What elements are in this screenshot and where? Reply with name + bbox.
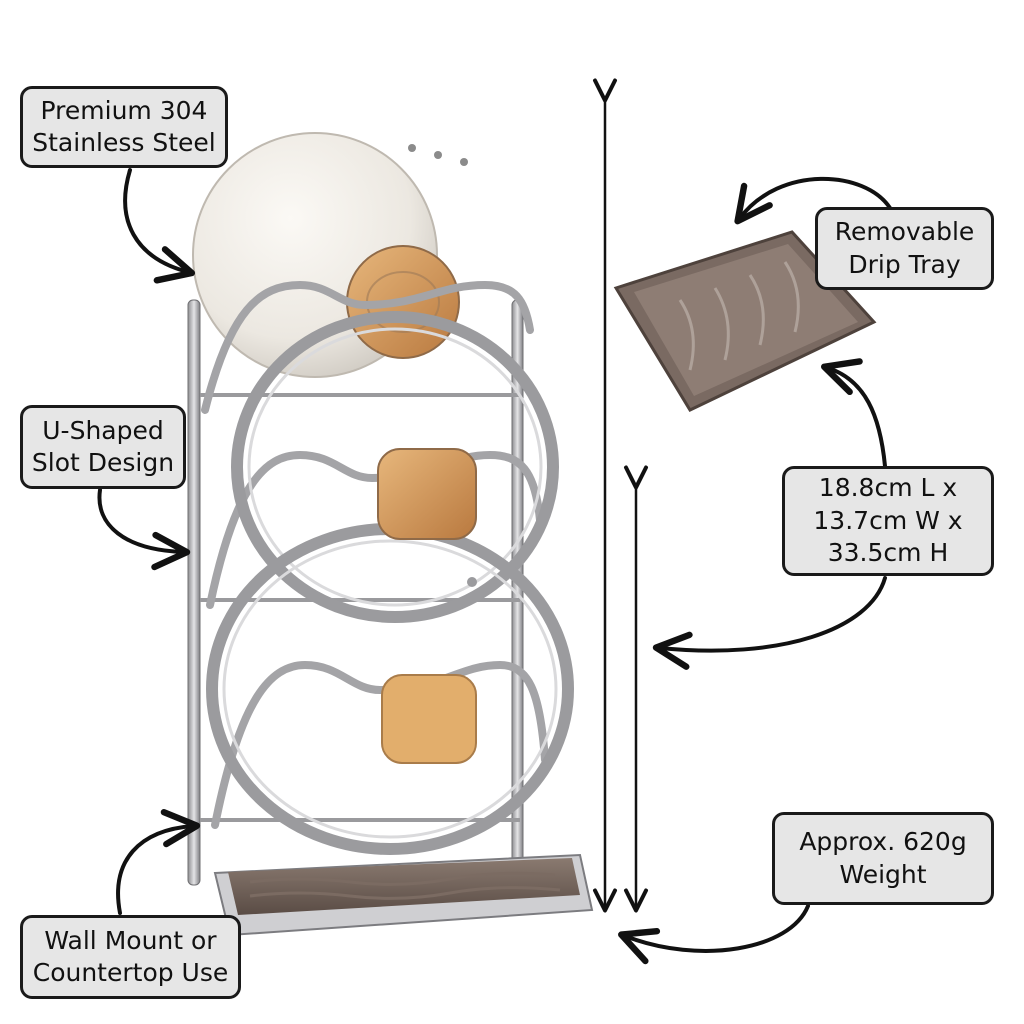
callout-weight: Approx. 620g Weight [772,812,994,905]
callout-arrows [97,168,892,965]
callout-weight-line1: Approx. 620g [799,827,967,856]
callout-material-line1: Premium 304 [40,95,208,125]
wood-knobs [377,448,477,764]
callout-usage-line2: Countertop Use [32,958,229,987]
rack-drip-tray [213,853,594,937]
callout-material-line2: Stainless Steel [32,128,216,157]
callout-dimensions-line3: 33.5cm H [827,538,949,568]
callout-weight-line2: Weight [839,859,927,889]
callout-dimensions-line1: 18.8cm L x [818,473,958,503]
callout-dimensions-line2: 13.7cm W x [813,505,963,535]
u-slot-wires [201,280,549,829]
callout-drip-tray-line1: Removable [834,217,975,246]
removable-drip-tray [613,230,877,412]
callout-usage: Wall Mount or Countertop Use [20,915,241,999]
callout-slot-line2: Slot Design [31,448,175,477]
glass-lids [206,311,574,855]
callout-drip-tray-line2: Drip Tray [848,249,961,279]
callout-drip-tray: Removable Drip Tray [815,207,994,290]
callout-slot-line1: U-Shaped [42,415,164,445]
callout-slot-design: U-Shaped Slot Design [20,405,186,489]
callout-dimensions: 18.8cm L x 13.7cm W x 33.5cm H [782,466,994,576]
callout-material: Premium 304 Stainless Steel [20,86,228,168]
callout-usage-line1: Wall Mount or [44,925,217,955]
dimension-arrows [593,78,648,913]
white-lid [192,132,468,378]
